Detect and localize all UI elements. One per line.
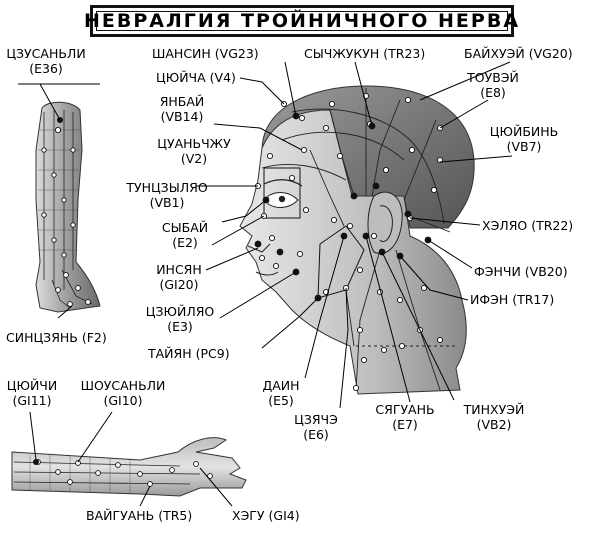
label-vb7: ЦЮЙБИНЬ (VB7) (484, 124, 564, 154)
label-tr23: СЫЧЖУКУН (TR23) (304, 46, 426, 61)
label-e7-code: (Е7) (392, 417, 418, 432)
page-title: НЕВРАЛГИЯ ТРОЙНИЧНОГО НЕРВА (83, 10, 521, 32)
label-v4: ЦЮЙЧА (V4) (156, 70, 236, 85)
label-v2-name: ЦУАНЬЧЖУ (157, 136, 231, 151)
label-e8-name: ТОУВЭЙ (467, 70, 519, 85)
label-e6: ЦЗЯЧЭ (Е6) (286, 412, 346, 442)
label-tr5: ВАЙГУАНЬ (TR5) (86, 508, 193, 523)
label-gi20-code: (GI20) (159, 277, 199, 292)
leg-figure (35, 101, 101, 313)
label-pc9: ТАЙЯН (PC9) (148, 346, 230, 361)
label-e2-name: СЫБАЙ (161, 220, 209, 235)
label-vb1: ТУНЦЗЫЛЯО (VB1) (118, 180, 216, 210)
label-e36-code: (Е36) (29, 61, 63, 76)
label-vg23: ШАНСИН (VG23) (152, 46, 259, 61)
label-vb14: ЯНБАЙ (VB14) (150, 94, 214, 124)
label-e36: ЦЗУСАНЬЛИ (Е36) (6, 46, 86, 76)
label-e3-code: (Е3) (167, 319, 193, 334)
arm-figure (11, 437, 247, 497)
label-e2-code: (Е2) (172, 235, 198, 250)
label-vb2-name: ТИНХУЭЙ (463, 402, 525, 417)
label-e5-code: (Е5) (268, 393, 294, 408)
label-f2: СИНЦЗЯНЬ (F2) (6, 330, 107, 345)
label-e6-name: ЦЗЯЧЭ (294, 412, 338, 427)
title-frame: НЕВРАЛГИЯ ТРОЙНИЧНОГО НЕРВА (84, 5, 518, 37)
label-e36-name: ЦЗУСАНЬЛИ (6, 46, 86, 61)
label-v2-code: (V2) (180, 151, 208, 166)
leg-leader-lines (18, 83, 100, 319)
head-leader-lines (196, 61, 513, 409)
label-e7: СЯГУАНЬ (Е7) (362, 402, 448, 432)
label-gi11-name: ЦЮЙЧИ (6, 378, 58, 393)
label-e2: СЫБАЙ (Е2) (156, 220, 214, 250)
label-tr22: ХЭЛЯО (TR22) (482, 218, 574, 233)
label-e7-name: СЯГУАНЬ (375, 402, 435, 417)
arm-leader-lines (29, 411, 233, 507)
label-vb1-name: ТУНЦЗЫЛЯО (126, 180, 208, 195)
head-figure (239, 85, 475, 395)
label-gi11: ЦЮЙЧИ (GI11) (4, 378, 60, 408)
label-vb7-name: ЦЮЙБИНЬ (489, 124, 559, 139)
label-e3: ЦЗЮЙЛЯО (Е3) (140, 304, 220, 334)
label-vb7-code: (VB7) (506, 139, 542, 154)
label-vg20: БАЙХУЭЙ (VG20) (464, 46, 573, 61)
label-gi10-code: (GI10) (103, 393, 143, 408)
label-gi10-name: ШОУСАНЬЛИ (80, 378, 166, 393)
label-e8: ТОУВЭЙ (Е8) (460, 70, 526, 100)
label-gi11-code: (GI11) (12, 393, 52, 408)
label-vb2: ТИНХУЭЙ (VB2) (456, 402, 532, 432)
label-vb14-code: (VB14) (160, 109, 204, 124)
label-vb1-code: (VB1) (149, 195, 185, 210)
label-v2: ЦУАНЬЧЖУ (V2) (150, 136, 238, 166)
label-gi4: ХЭГУ (GI4) (232, 508, 300, 523)
title-inner-frame: НЕВРАЛГИЯ ТРОЙНИЧНОГО НЕРВА (84, 10, 518, 32)
label-gi10: ШОУСАНЬЛИ (GI10) (80, 378, 166, 408)
label-e5-name: ДАИН (262, 378, 300, 393)
label-gi20: ИНСЯН (GI20) (150, 262, 208, 292)
label-vb14-name: ЯНБАЙ (159, 94, 205, 109)
label-vb2-code: (VB2) (476, 417, 512, 432)
label-tr17: ИФЭН (TR17) (470, 292, 555, 307)
label-e3-name: ЦЗЮЙЛЯО (145, 304, 215, 319)
label-vb20: ФЭНЧИ (VB20) (474, 264, 568, 279)
label-e8-code: (Е8) (480, 85, 506, 100)
label-e5: ДАИН (Е5) (256, 378, 306, 408)
label-gi20-name: ИНСЯН (156, 262, 202, 277)
label-e6-code: (Е6) (303, 427, 329, 442)
